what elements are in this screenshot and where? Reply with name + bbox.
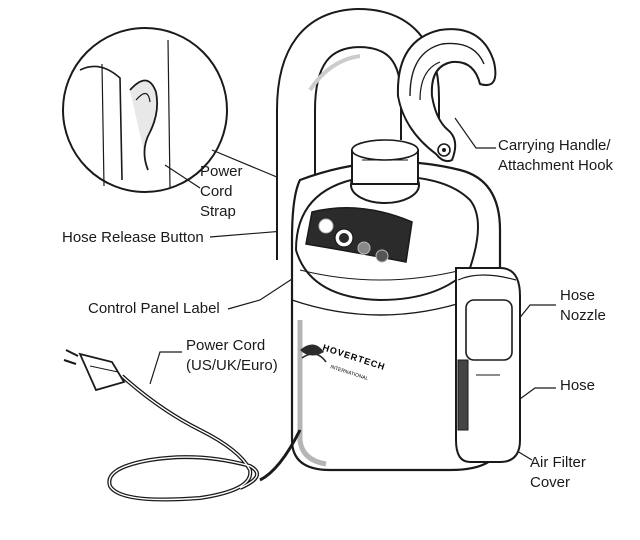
label-air-filter-cover: Air Filter Cover bbox=[530, 454, 586, 491]
power-plug bbox=[63, 349, 126, 392]
label-hose-release-button: Hose Release Button bbox=[62, 229, 204, 246]
label-hose-nozzle: Hose Nozzle bbox=[560, 287, 606, 324]
hose-connector bbox=[350, 139, 420, 204]
label-control-panel: Control Panel Label bbox=[88, 300, 220, 317]
power-cord-strap-inset bbox=[62, 27, 228, 193]
label-carrying-handle: Carrying Handle/ Attachment Hook bbox=[498, 137, 614, 174]
hose-sleeve bbox=[455, 267, 521, 463]
label-hose: Hose bbox=[560, 377, 596, 394]
power-cord bbox=[107, 374, 302, 502]
label-power-cord: Power Cord (US/UK/Euro) bbox=[186, 337, 278, 374]
control-panel bbox=[305, 207, 413, 263]
carrying-handle bbox=[396, 28, 497, 163]
label-power-cord-strap: Power Cord Strap bbox=[200, 163, 243, 220]
